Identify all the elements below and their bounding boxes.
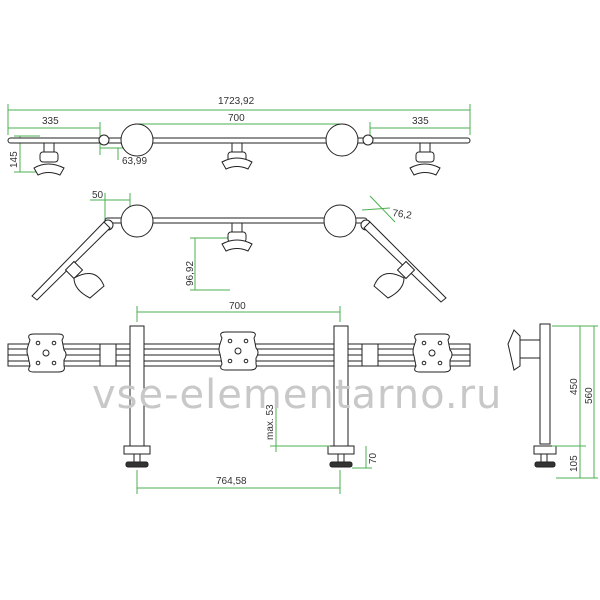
side-vesa-plate xyxy=(507,329,521,371)
dim-pole-450: 450 xyxy=(569,378,580,395)
dim-side-left: 335 xyxy=(42,116,59,127)
vesa-head-right xyxy=(409,142,441,176)
joint-right xyxy=(362,134,374,146)
front-view: 700 xyxy=(7,301,471,494)
desk-clamp-left xyxy=(123,445,151,468)
dim-max-53: max. 53 xyxy=(265,404,276,440)
vesa-head-left xyxy=(33,142,65,176)
vesa-head-angled-center xyxy=(221,222,253,252)
side-pole xyxy=(539,323,551,445)
side-view: 450 560 105 xyxy=(507,323,598,479)
side-clamp-screw xyxy=(540,453,548,463)
vesa-head-angled-left xyxy=(64,260,105,299)
dim-angle-50: 50 xyxy=(92,190,104,201)
dim-offset-63: 63,99 xyxy=(122,156,147,167)
dim-pole-560: 560 xyxy=(584,387,595,404)
desk-clamp-right xyxy=(327,445,355,468)
dim-height-145: 145 xyxy=(9,151,20,168)
joint-block-right xyxy=(361,343,379,367)
clamp-disc-right xyxy=(325,123,359,157)
dim-total-width: 1723,92 xyxy=(218,96,255,107)
side-clamp-knob xyxy=(534,461,556,468)
clamp-disc-left xyxy=(120,123,154,157)
dim-clamp-span: 764,58 xyxy=(216,476,247,487)
top-view-angled: 50 76,2 96,92 xyxy=(31,190,447,303)
vesa-plate-center xyxy=(218,331,259,371)
dim-angle-76: 76,2 xyxy=(392,208,413,222)
dim-front-700: 700 xyxy=(229,301,246,312)
vesa-head-angled-right xyxy=(373,260,416,299)
dim-drop-96: 96,92 xyxy=(185,261,196,286)
vesa-head-center xyxy=(221,142,253,170)
dim-center-span: 700 xyxy=(228,113,245,124)
top-view-straight: 1723,92 335 700 335 145 63,99 xyxy=(7,96,471,176)
vesa-plate-left xyxy=(26,333,67,373)
clamp-disc-angled-right xyxy=(323,204,357,238)
side-tilt-block xyxy=(519,339,541,359)
rail-top xyxy=(7,137,471,144)
joint-block-left xyxy=(99,343,117,367)
dim-clamp-70: 70 xyxy=(368,452,379,464)
dim-base-105: 105 xyxy=(569,455,580,472)
arm-angled-left xyxy=(31,221,111,301)
watermark-text: vse-elementarno.ru xyxy=(92,372,502,418)
side-clamp-top xyxy=(533,445,557,455)
dim-side-right: 335 xyxy=(412,116,429,127)
clamp-disc-angled-left xyxy=(120,204,154,238)
joint-left xyxy=(98,134,110,146)
vesa-plate-right xyxy=(412,333,453,373)
